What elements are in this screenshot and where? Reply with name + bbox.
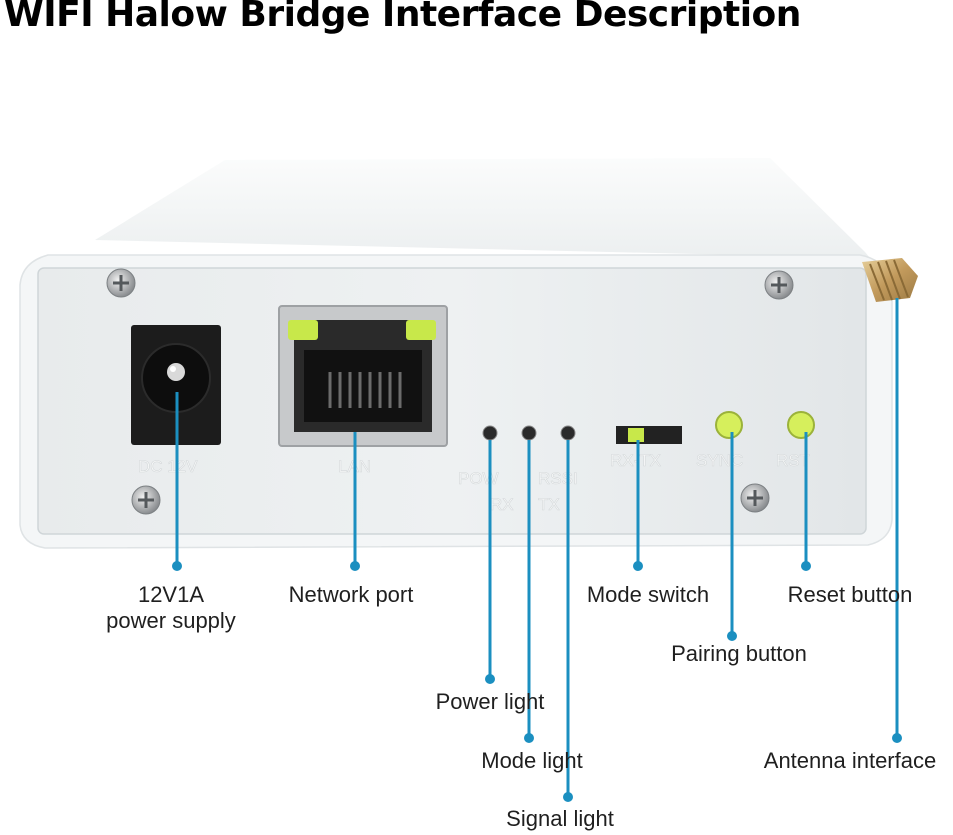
ethernet-port-icon (278, 305, 448, 447)
panel-label-rst: RST (776, 451, 810, 470)
front-panel (37, 267, 867, 535)
power-led-icon (482, 425, 498, 441)
panel-label-sync: SYNC (696, 451, 743, 470)
dc-power-jack-icon (131, 325, 221, 445)
leader-power-light (485, 440, 495, 684)
panel-label-dc: DC 12V (138, 457, 198, 476)
callout-reset-button: Reset button (787, 582, 913, 607)
callout-pairing-button: Pairing button (671, 641, 807, 666)
panel-label-rx-tx: RX-TX (610, 451, 661, 470)
leader-mode-light (524, 440, 534, 743)
page-title: WIFI Halow Bridge Interface Description (4, 0, 801, 35)
screw-icon (764, 270, 794, 300)
callout-power-supply-line1: 12V1A (137, 582, 205, 607)
screw-icon (106, 268, 136, 298)
sync-button-icon (715, 411, 743, 439)
mode-led-icon (521, 425, 537, 441)
leader-pairing-button (727, 432, 737, 641)
leader-network-port (350, 432, 360, 571)
mode-switch-icon (616, 426, 682, 444)
leader-antenna-interface (892, 298, 902, 743)
callout-network-port: Network port (288, 582, 414, 607)
antenna-connector-icon (862, 258, 918, 302)
screw-icon (131, 485, 161, 515)
leader-mode-switch (633, 440, 643, 571)
leader-power-supply (172, 392, 182, 571)
panel-label-rssi: RSSI (538, 469, 578, 488)
leader-signal-light (563, 440, 573, 802)
callout-antenna-interface: Antenna interface (763, 748, 937, 773)
panel-label-pow: POW (458, 469, 499, 488)
leader-reset-button (801, 432, 811, 571)
callout-power-supply: 12V1A power supply (106, 582, 236, 634)
panel-label-rx: RX (490, 495, 514, 514)
callout-power-supply-line2: power supply (106, 608, 236, 633)
callout-mode-switch: Mode switch (586, 582, 710, 607)
lan-led-right (406, 320, 436, 340)
enclosure (19, 158, 893, 549)
lan-led-left (288, 320, 318, 340)
callout-mode-light: Mode light (481, 748, 583, 773)
reset-button-icon (787, 411, 815, 439)
callout-power-light: Power light (435, 689, 545, 714)
panel-label-tx: TX (538, 495, 560, 514)
signal-led-icon (560, 425, 576, 441)
callout-signal-light: Signal light (506, 806, 614, 831)
screw-icon (740, 483, 770, 513)
